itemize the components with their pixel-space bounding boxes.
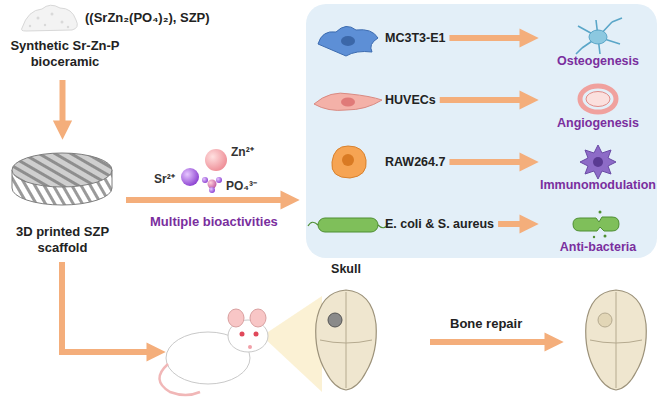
- material-label: Synthetic Sr-Zn-P bioceramic: [5, 38, 125, 69]
- skull-label: Skull: [316, 262, 376, 277]
- step-label: Bone repair: [450, 316, 522, 331]
- ion-label: PO₄³⁻: [226, 177, 257, 194]
- phosphate-ion: [202, 177, 222, 193]
- repaired-skull: [586, 290, 647, 390]
- mouse-tail: [159, 364, 200, 395]
- osteocyte-body: [589, 30, 607, 44]
- ion-label: Sr²⁺: [154, 170, 175, 187]
- skull-suture: [590, 292, 642, 388]
- bioactivity-label: Anti-bacteria: [560, 240, 636, 255]
- material-block: ((SrZn₂(PO₄)₂), SZP) Synthetic Sr-Zn-P bi…: [5, 2, 245, 76]
- cell-type-box: E. coli & S. aureus: [311, 204, 494, 244]
- flow-arrow: [449, 35, 531, 41]
- bioactivity-label: Osteogenesis: [557, 54, 639, 69]
- cell-nucleus: [341, 98, 355, 107]
- activated-macrophage-icon: [580, 145, 616, 179]
- osteoblast-cell: [318, 26, 378, 56]
- flow-arrow: [440, 97, 531, 103]
- icon-slot: [311, 80, 381, 120]
- powder-grains: [29, 13, 69, 29]
- formula-label: ((SrZn₂(PO₄)₂), SZP): [85, 10, 210, 26]
- bone-defect: [328, 313, 342, 327]
- mouse-eye: [240, 332, 245, 337]
- skull-suture: [320, 292, 372, 388]
- icon-slot: [311, 142, 381, 182]
- sr-ion: [181, 168, 199, 186]
- flow-arrow: [498, 221, 531, 227]
- cell-nucleus: [593, 157, 603, 167]
- mouse-eye: [254, 332, 259, 337]
- flow-arrow: [430, 339, 556, 345]
- vessel-lumen: [586, 92, 610, 107]
- bioactivity-box: Immunomodulation: [539, 144, 657, 193]
- healed-defect: [598, 313, 612, 327]
- bioactivity-box: Osteogenesis: [539, 20, 657, 69]
- endothelial-cell: [314, 93, 382, 110]
- mouse-nose: [248, 345, 252, 349]
- skull-label-block: Skull: [316, 262, 376, 277]
- icon-slot: [578, 206, 618, 240]
- flow-arrow: [60, 80, 66, 132]
- bioactivity-label: Immunomodulation: [540, 178, 656, 193]
- cell-label: E. coli & S. aureus: [381, 217, 494, 232]
- macrophage-cell: [332, 146, 366, 178]
- cell-type-box: HUVECs: [311, 80, 436, 120]
- damaged-bacterium-icon: [573, 217, 619, 231]
- vessel-icon: [580, 86, 616, 112]
- skull: [316, 290, 377, 390]
- bioactivity-box: Anti-bacteria: [539, 206, 657, 255]
- bioactivity-label: Angiogenesis: [557, 116, 639, 131]
- box-label: 3D printed SZP scaffold: [5, 224, 120, 255]
- cell-label: RAW264.7: [381, 155, 445, 170]
- icon-slot: [311, 204, 381, 244]
- zn-ion: [205, 149, 227, 171]
- bioactivity-panel: [306, 4, 657, 258]
- scaffold-block: 3D printed SZP scaffold: [5, 140, 120, 260]
- icon-slot: [578, 144, 618, 178]
- powder-pile: [22, 5, 78, 31]
- section-label: Multiple bioactivities: [150, 214, 278, 229]
- view-beam: [262, 296, 322, 392]
- osteocyte-icon: [576, 18, 622, 54]
- flow-arrow: [449, 159, 531, 165]
- mouse-ear: [228, 309, 244, 327]
- cell-type-box: MC3T3-E1: [311, 18, 445, 58]
- scaffold-top: [12, 153, 112, 187]
- bacterium: [318, 218, 378, 232]
- icon-slot: [578, 20, 618, 54]
- icon-slot: [311, 18, 381, 58]
- icon-slot: [578, 82, 618, 116]
- flagella: [308, 222, 388, 228]
- bioactivity-box: Angiogenesis: [539, 82, 657, 131]
- ion-label: Zn²⁺: [231, 143, 254, 160]
- cell-type-box: RAW264.7: [311, 142, 445, 182]
- flow-arrow: [126, 197, 292, 203]
- cell-label: MC3T3-E1: [381, 31, 445, 46]
- cell-nucleus: [341, 36, 355, 46]
- mouse-ear: [250, 309, 266, 327]
- cell-nucleus: [342, 154, 354, 166]
- cell-label: HUVECs: [381, 93, 436, 108]
- debris: [593, 211, 607, 239]
- flow-arrow: [62, 262, 158, 352]
